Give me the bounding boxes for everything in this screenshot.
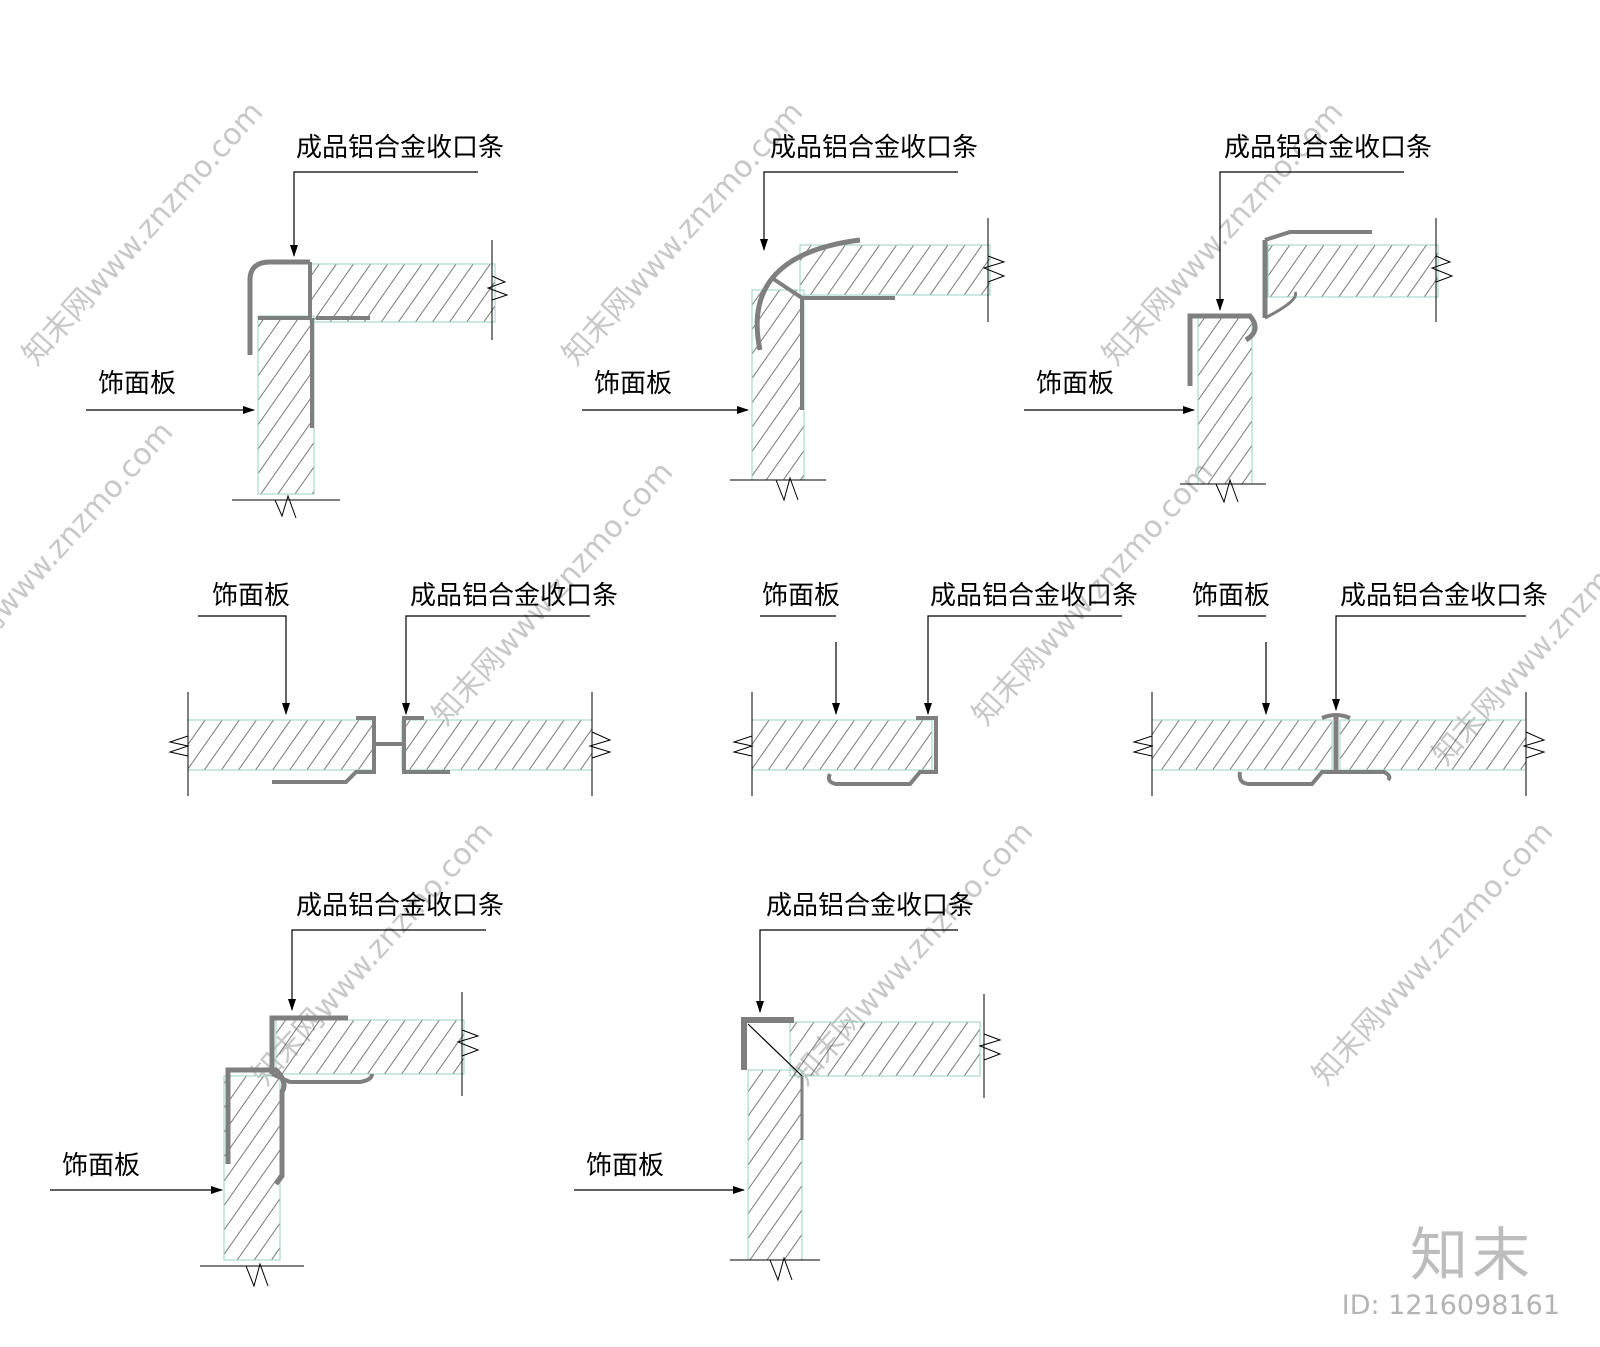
panel-label: 饰面板: [586, 1151, 664, 1181]
panel-label: 饰面板: [1192, 581, 1270, 611]
site-watermark: 知末网www.znzmo.com: [1306, 815, 1561, 1092]
panel-label: 饰面板: [62, 1151, 140, 1181]
trim-strip-label: 成品铝合金收口条: [770, 133, 978, 163]
trim-strip-label: 成品铝合金收口条: [930, 581, 1138, 611]
detail-5: 饰面板 成品铝合金收口条: [732, 581, 1138, 796]
detail-3: 成品铝合金收口条 饰面板: [1024, 133, 1454, 504]
detail-4: 饰面板 成品铝合金收口条: [168, 581, 618, 796]
detail-1: 成品铝合金收口条 饰面板: [86, 133, 509, 519]
image-id-watermark: ID: 1216098161: [1341, 1290, 1560, 1321]
site-watermark: 知末网www.znzmo.com: [16, 95, 271, 372]
panel-label: 饰面板: [212, 581, 290, 611]
detail-8: 成品铝合金收口条 饰面板: [574, 891, 1002, 1282]
trim-strip-label: 成品铝合金收口条: [296, 133, 504, 163]
trim-strip-label: 成品铝合金收口条: [410, 581, 618, 611]
panel-label: 饰面板: [1036, 369, 1114, 399]
brand-watermark: 知末: [1409, 1221, 1534, 1289]
site-watermark: 知末网www.znzmo.com: [0, 415, 180, 692]
panel-label: 饰面板: [594, 369, 672, 399]
detail-6: 饰面板 成品铝合金收口条: [1132, 581, 1548, 796]
trim-strip-label: 成品铝合金收口条: [1340, 581, 1548, 611]
detail-2: 成品铝合金收口条 饰面板: [582, 133, 1006, 502]
trim-strip-label: 成品铝合金收口条: [1224, 133, 1432, 163]
detail-7: 成品铝合金收口条 饰面板: [50, 891, 504, 1288]
trim-strip-label: 成品铝合金收口条: [766, 891, 974, 921]
panel-label: 饰面板: [762, 581, 840, 611]
trim-strip-label: 成品铝合金收口条: [296, 891, 504, 921]
panel-label: 饰面板: [98, 369, 176, 399]
